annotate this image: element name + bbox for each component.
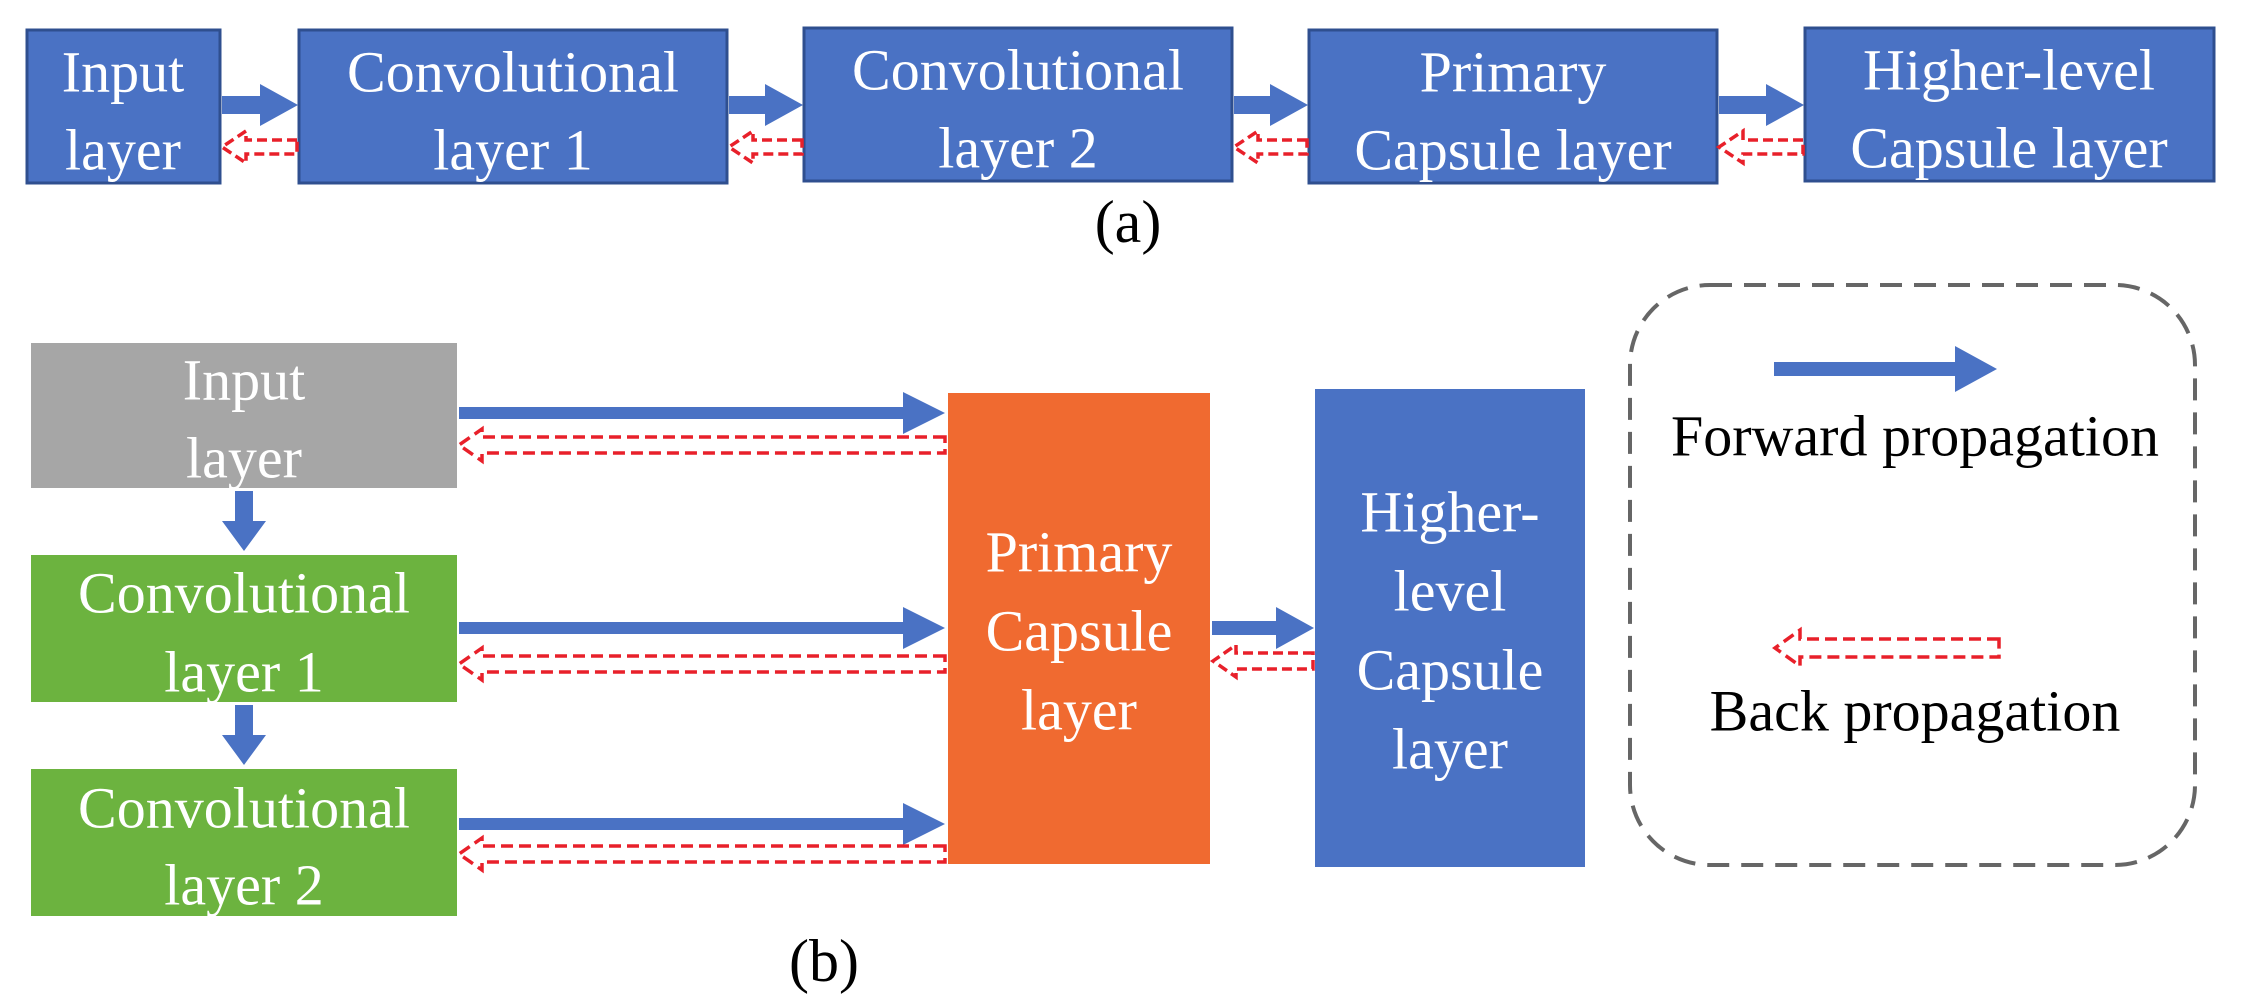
box-label-line2: Capsule layer — [1850, 116, 2167, 181]
box-label-line2: level — [1394, 559, 1507, 624]
box-shape — [25, 28, 222, 185]
box-label-line1: Convolutional — [347, 40, 679, 105]
box-label-line3: layer — [1021, 678, 1137, 743]
back-arrow — [1209, 641, 1315, 681]
box-shape — [31, 555, 457, 702]
box-shape — [1315, 389, 1585, 867]
panel-b: Input layer Convolutional layer 1 Convol… — [31, 343, 1585, 994]
box-shape — [802, 26, 1234, 183]
forward-arrow — [459, 392, 945, 434]
panel-a-higher-capsule-box: Higher-level Capsule layer — [1803, 26, 2216, 183]
forward-arrow — [1234, 84, 1308, 126]
panel-b-conv-layer-1-box: Convolutional layer 1 — [31, 555, 457, 705]
box-label-line4: layer — [1392, 717, 1508, 782]
legend-forward-label: Forward propagation — [1671, 404, 2159, 469]
forward-arrow — [459, 607, 945, 649]
box-label-line2: layer 1 — [433, 118, 592, 183]
panel-b-caption: (b) — [789, 928, 859, 994]
box-shape — [31, 769, 457, 916]
legend: Forward propagation Back propagation — [1628, 283, 2197, 867]
box-label-line1: Higher-level — [1863, 38, 2155, 103]
panel-a-conv-layer-2-box: Convolutional layer 2 — [802, 26, 1234, 183]
box-label-line1: Convolutional — [78, 776, 410, 841]
panel-b-higher-capsule-box: Higher- level Capsule layer — [1315, 389, 1585, 867]
box-label-line1: Higher- — [1360, 480, 1539, 545]
box-label-line1: Input — [183, 348, 305, 413]
box-shape — [297, 28, 729, 185]
back-arrow — [455, 644, 947, 684]
box-label-line1: Input — [62, 40, 184, 105]
back-arrow — [455, 425, 947, 465]
panel-a-input-layer-box: Input layer — [25, 28, 222, 185]
box-label-line2: layer — [65, 118, 181, 183]
box-shape — [31, 343, 457, 488]
forward-arrow — [1212, 607, 1314, 649]
box-label-line2: layer 1 — [164, 640, 323, 705]
box-label-line1: Convolutional — [78, 561, 410, 626]
box-label-line3: Capsule — [1357, 638, 1544, 703]
box-label-line1: Primary — [986, 520, 1173, 585]
back-arrow — [1230, 127, 1309, 167]
box-label-line2: Capsule — [986, 599, 1173, 664]
box-label-line2: layer 2 — [938, 116, 1097, 181]
box-label-line2: layer 2 — [164, 853, 323, 918]
forward-arrow — [459, 803, 945, 845]
forward-arrow — [729, 84, 803, 126]
forward-arrow — [1719, 84, 1804, 126]
forward-arrow-down — [222, 705, 266, 765]
legend-back-label: Back propagation — [1710, 679, 2121, 744]
back-arrow — [725, 127, 804, 167]
forward-arrow-down — [222, 491, 266, 551]
panel-b-primary-capsule-box: Primary Capsule layer — [948, 393, 1210, 864]
panel-a-caption: (a) — [1095, 189, 1162, 255]
panel-b-conv-layer-2-box: Convolutional layer 2 — [31, 769, 457, 918]
box-label-line2: layer — [186, 426, 302, 491]
back-arrow — [1715, 127, 1805, 167]
panel-b-input-layer-box: Input layer — [31, 343, 457, 491]
box-shape — [948, 393, 1210, 864]
back-arrow — [455, 834, 947, 874]
legend-border — [1628, 283, 2197, 867]
box-label-line1: Primary — [1420, 40, 1607, 105]
legend-forward-arrow — [1774, 346, 1997, 392]
box-label-line2: Capsule layer — [1354, 118, 1671, 183]
legend-back-arrow — [1772, 626, 2001, 670]
panel-a-conv-layer-1-box: Convolutional layer 1 — [297, 28, 729, 185]
back-arrow — [218, 127, 299, 167]
panel-a: Input layer Convolutional layer 1 Convol… — [25, 26, 2216, 255]
box-shape — [1803, 26, 2216, 183]
panel-a-primary-capsule-box: Primary Capsule layer — [1307, 28, 1719, 185]
box-label-line1: Convolutional — [852, 38, 1184, 103]
forward-arrow — [222, 84, 298, 126]
box-shape — [1307, 28, 1719, 185]
